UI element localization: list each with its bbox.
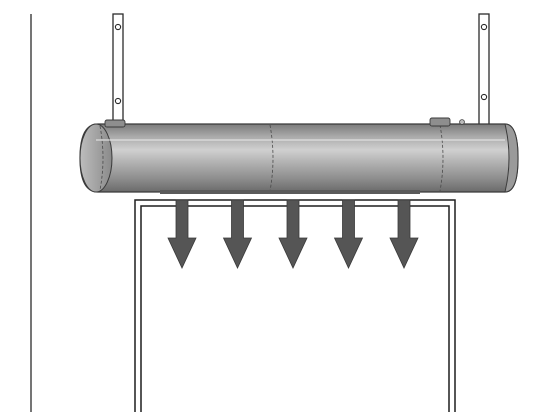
airflow-arrow	[333, 199, 364, 269]
unit-seam	[439, 124, 444, 192]
unit-seam	[99, 125, 104, 191]
airflow-arrows	[167, 199, 419, 269]
bracket-bolt-hole	[480, 93, 488, 101]
air-curtain-unit	[79, 117, 519, 194]
airflow-arrow	[222, 199, 253, 269]
bracket-bolt-hole	[114, 23, 122, 31]
left-mounting-bracket	[112, 13, 124, 127]
mount-clamp-left	[104, 119, 126, 128]
mount-clamp-right	[429, 117, 465, 127]
unit-seam	[269, 124, 274, 192]
unit-outlet-slot	[160, 190, 420, 194]
unit-right-end-cap	[504, 123, 519, 193]
airflow-arrow	[167, 199, 197, 269]
bracket-bolt-hole	[114, 97, 122, 105]
bracket-bolt-hole	[480, 23, 488, 31]
unit-left-end-cap	[79, 123, 113, 193]
airflow-arrow	[389, 199, 419, 269]
unit-body	[79, 123, 519, 193]
right-mounting-bracket	[478, 13, 490, 127]
airflow-arrow	[278, 199, 308, 269]
